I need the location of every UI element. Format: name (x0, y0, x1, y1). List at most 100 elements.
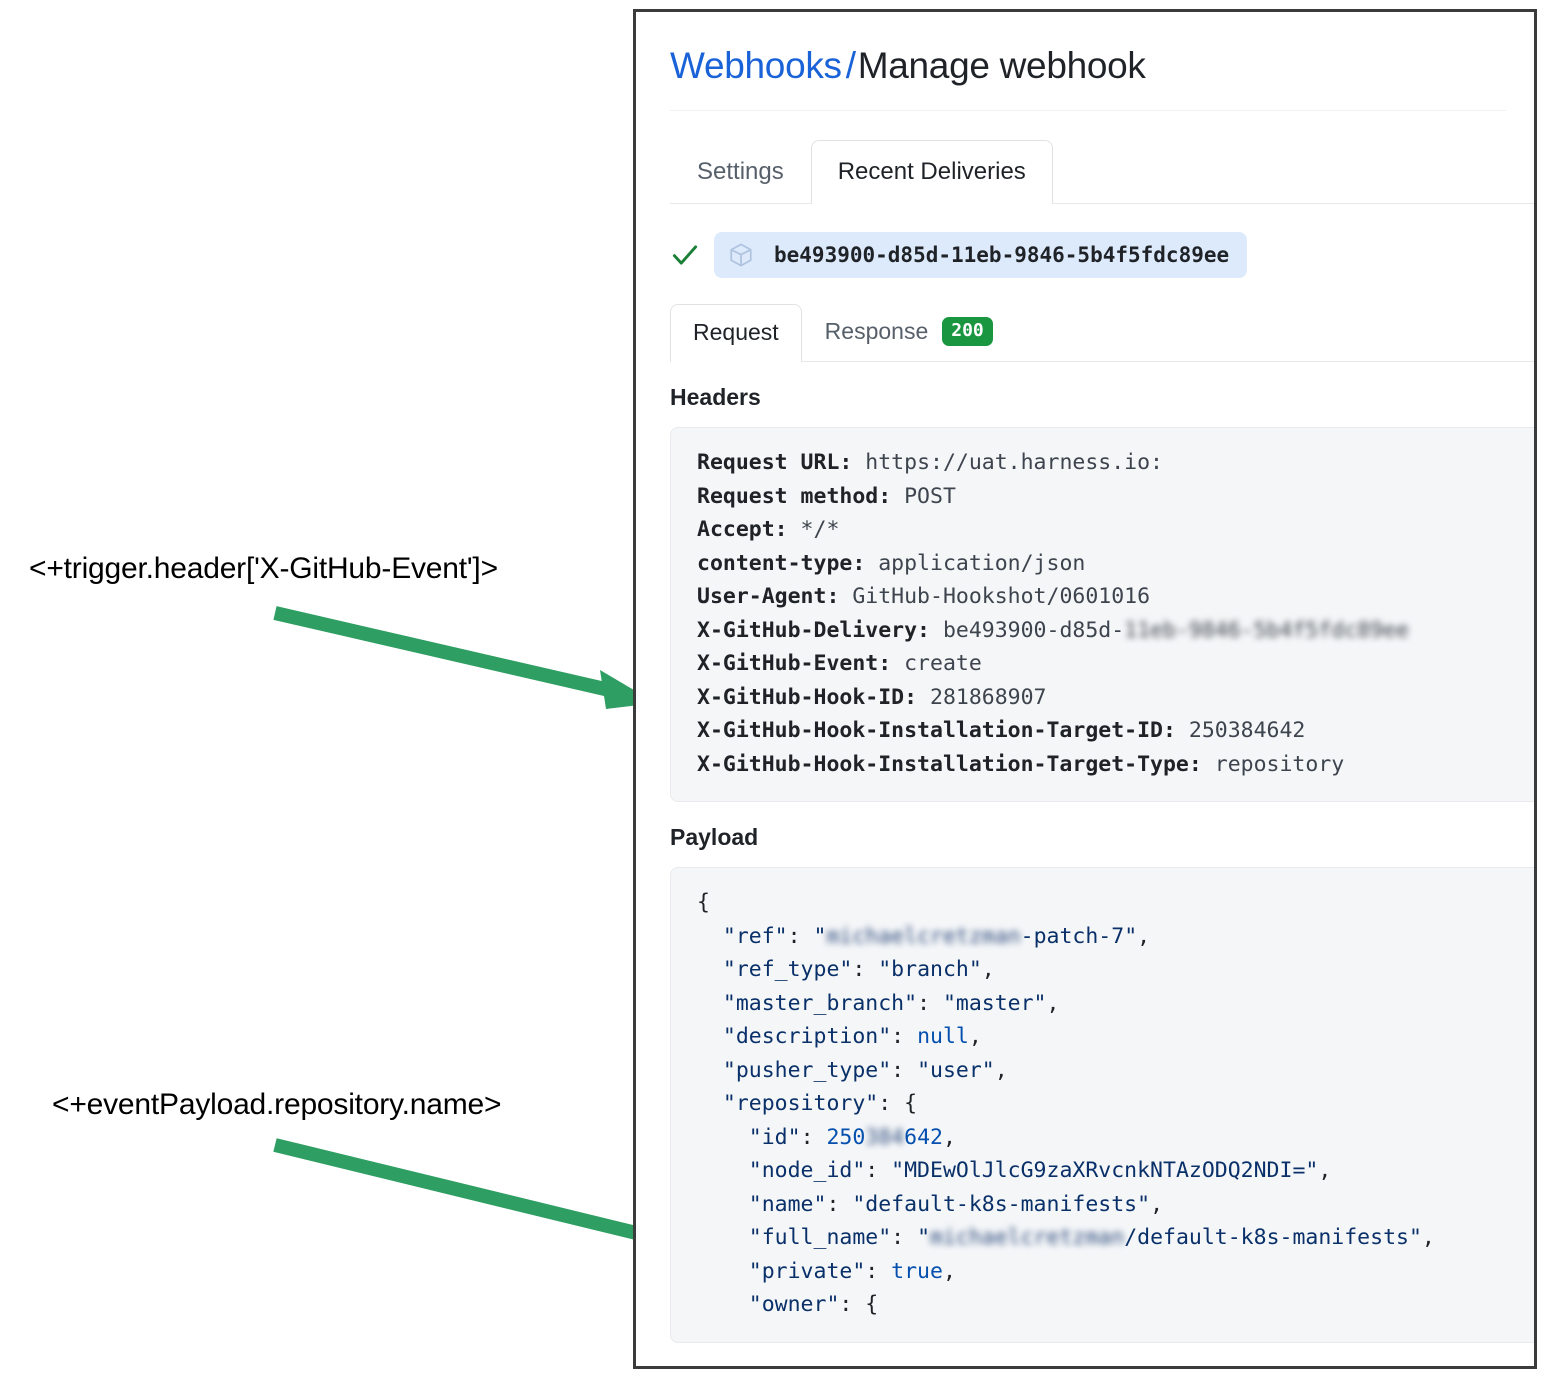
payload-line: { (697, 886, 1534, 920)
payload-token-punc: : (891, 1024, 918, 1050)
tab-request-label: Request (693, 318, 779, 345)
payload-token-num: 250 (826, 1124, 866, 1150)
headers-code-box: Request URL: https://uat.harness.io:Requ… (670, 427, 1534, 803)
payload-token-key: "full_name" (748, 1225, 892, 1251)
tab-response[interactable]: Response 200 (802, 302, 1016, 363)
status-badge: 200 (942, 316, 993, 347)
header-value: https://uat.harness.io: (852, 450, 1164, 476)
header-row: Accept: */* (697, 513, 1534, 547)
payload-token-punc: , (994, 1057, 1008, 1083)
payload-token-punc: , (1137, 923, 1151, 949)
delivery-row: be493900-d85d-11eb-9846-5b4f5fdc89ee (670, 232, 1534, 279)
payload-token-key: "master_branch" (722, 990, 918, 1016)
breadcrumb-separator: / (845, 45, 856, 86)
payload-token-punc: : (891, 1057, 918, 1083)
payload-token-punc: , (1421, 1225, 1435, 1251)
delivery-id: be493900-d85d-11eb-9846-5b4f5fdc89ee (774, 243, 1230, 268)
title-divider (670, 110, 1506, 112)
page-title: Webhooks/Manage webhook (636, 12, 1534, 88)
payload-token-punc: , (942, 1258, 956, 1284)
header-row: X-GitHub-Hook-Installation-Target-ID: 25… (697, 714, 1534, 748)
check-icon (672, 245, 698, 265)
payload-token-str: "user" (917, 1057, 995, 1083)
header-key: Accept: (697, 517, 788, 543)
header-row: X-GitHub-Delivery: be493900-d85d-11eb-98… (697, 614, 1534, 648)
payload-token-punc: , (1046, 990, 1060, 1016)
header-value: repository (1201, 751, 1345, 777)
delivery-chip[interactable]: be493900-d85d-11eb-9846-5b4f5fdc89ee (714, 232, 1248, 279)
header-row: X-GitHub-Event: create (697, 647, 1534, 681)
payload-line: "master_branch": "master", (697, 987, 1534, 1021)
indent (697, 1292, 749, 1317)
payload-token-str: " (917, 1225, 931, 1251)
tab-settings[interactable]: Settings (697, 157, 784, 185)
header-value: be493900-d85d- (930, 617, 1125, 643)
indent (697, 1259, 749, 1284)
payload-line: "repository": { (697, 1087, 1534, 1121)
header-value: GitHub-Hookshot/0601016 (839, 584, 1151, 610)
header-row: X-GitHub-Hook-ID: 281868907 (697, 681, 1534, 715)
header-key: X-GitHub-Delivery: (697, 617, 930, 643)
payload-token-punc: : (865, 1258, 892, 1284)
header-value: create (891, 651, 982, 677)
indent (697, 1125, 749, 1150)
indent (697, 957, 723, 982)
payload-token-key: "id" (748, 1124, 801, 1150)
payload-token-punc: : (800, 1124, 827, 1150)
annotation-arrow-to-repository-name (273, 1138, 708, 1258)
indent (697, 924, 723, 949)
payload-token-key: "ref" (722, 923, 788, 949)
redacted-value: 384 (865, 1124, 905, 1150)
payload-token-str: "default-k8s-manifests" (852, 1191, 1151, 1217)
payload-line: "node_id": "MDEwOlJlcG9zaXRvcnkNTAzODQ2N… (697, 1154, 1534, 1188)
payload-token-str: "branch" (878, 957, 982, 983)
header-value: 250384642 (1175, 718, 1306, 744)
payload-token-punc: : (826, 1191, 853, 1217)
payload-token-str: "MDEwOlJlcG9zaXRvcnkNTAzODQ2NDI=" (891, 1158, 1319, 1184)
payload-token-str: " (813, 923, 827, 949)
breadcrumb-current: Manage webhook (857, 45, 1146, 86)
redacted-value: michaelcretzman (930, 1225, 1125, 1251)
header-row: content-type: application/json (697, 547, 1534, 581)
payload-token-punc: : (917, 990, 943, 1016)
payload-token-key: "pusher_type" (722, 1057, 892, 1083)
payload-token-str: /default-k8s-manifests" (1124, 1225, 1422, 1251)
headers-heading: Headers (670, 384, 761, 411)
breadcrumb-webhooks-link[interactable]: Webhooks (670, 45, 842, 86)
payload-token-punc: : { (878, 1091, 918, 1117)
cube-icon (730, 243, 752, 267)
indent (697, 1192, 749, 1217)
header-value: 281868907 (917, 684, 1047, 710)
header-value: */* (787, 517, 840, 543)
indent (697, 1091, 723, 1116)
header-row: User-Agent: GitHub-Hookshot/0601016 (697, 580, 1534, 614)
tab-recent-deliveries[interactable]: Recent Deliveries (810, 139, 1053, 205)
payload-token-str: -patch-7" (1020, 923, 1138, 949)
payload-token-punc: : { (839, 1292, 879, 1318)
header-row: Request URL: https://uat.harness.io: (697, 446, 1534, 480)
header-key: Request URL: (697, 450, 853, 476)
annotation-label-event-payload: <+eventPayload.repository.name> (52, 1088, 502, 1121)
payload-code-box: { "ref": "michaelcretzman-patch-7", "ref… (670, 867, 1534, 1343)
payload-line: "pusher_type": "user", (697, 1054, 1534, 1088)
redacted-value: 11eb-9846-5b4f5fdc89ee (1124, 617, 1409, 643)
indent (697, 991, 723, 1016)
payload-line: "description": null, (697, 1020, 1534, 1054)
payload-token-lit: null (917, 1024, 969, 1050)
payload-token-punc: { (697, 890, 710, 916)
payload-token-punc: , (981, 957, 995, 983)
header-key: X-GitHub-Event: (697, 651, 892, 677)
webhook-panel: Webhooks/Manage webhook Settings Recent … (633, 9, 1537, 1369)
payload-token-punc: , (968, 1024, 982, 1050)
payload-token-str: "master" (942, 990, 1047, 1016)
payload-token-punc: : (891, 1225, 918, 1251)
payload-line: "full_name": "michaelcretzman/default-k8… (697, 1221, 1534, 1255)
annotation-label-trigger-header: <+trigger.header['X-GitHub-Event']> (29, 552, 498, 585)
header-key: User-Agent: (697, 584, 840, 610)
tab-request[interactable]: Request (670, 303, 802, 363)
payload-line: "ref": "michaelcretzman-patch-7", (697, 920, 1534, 954)
indent (697, 1225, 749, 1250)
header-key: content-type: (697, 550, 866, 576)
header-key: X-GitHub-Hook-ID: (697, 684, 918, 710)
payload-token-key: "private" (748, 1258, 866, 1284)
